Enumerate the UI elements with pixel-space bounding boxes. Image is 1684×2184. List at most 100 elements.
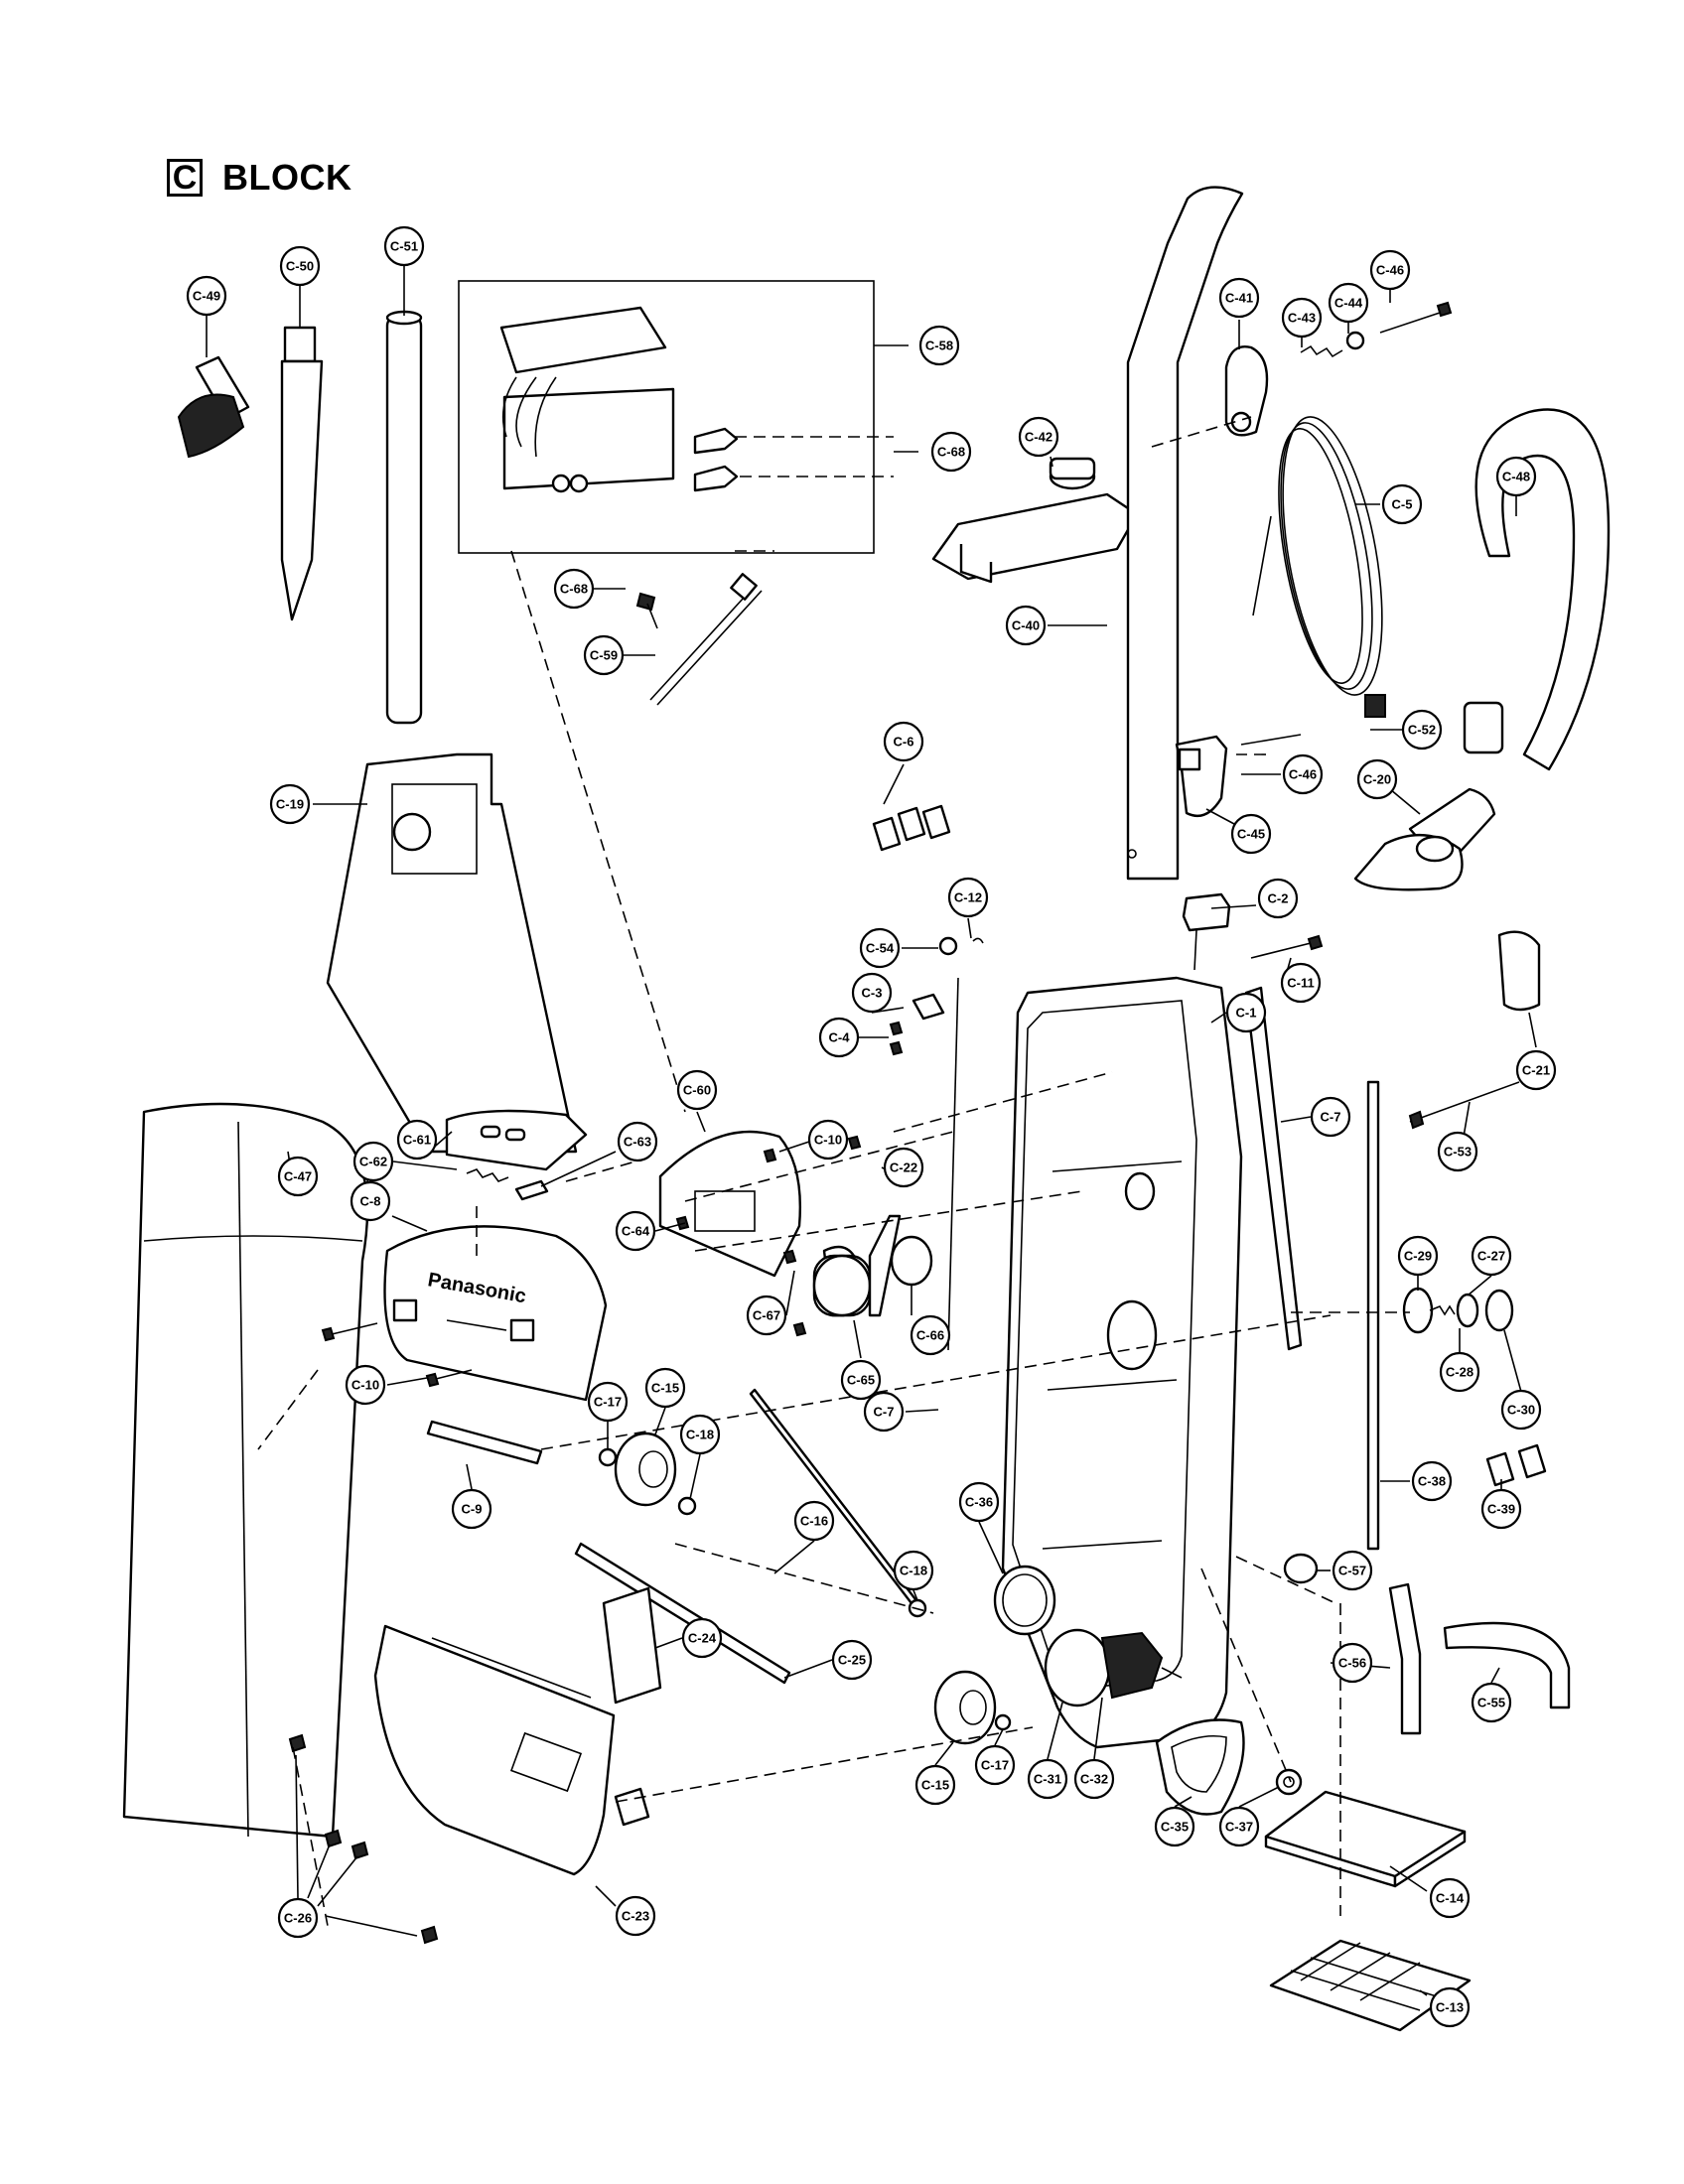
callout-label: C-38 <box>1418 1474 1446 1489</box>
callout-circle <box>186 275 227 317</box>
callout-circle <box>676 1069 718 1111</box>
callout-bubble: C-68 <box>930 431 972 473</box>
callout-bubble: C-5 <box>1381 483 1423 525</box>
callout-bubble: C-18 <box>893 1550 934 1591</box>
part-power-cord <box>1252 416 1386 718</box>
callout-bubble: C-11 <box>1280 962 1322 1004</box>
callout-circle <box>1369 249 1411 291</box>
callout-label: C-45 <box>1237 827 1265 842</box>
part-rod-vertical <box>1366 1080 1380 1551</box>
callout-circle <box>840 1359 882 1401</box>
callout-label: C-28 <box>1446 1365 1474 1380</box>
callout-bubble: C-32 <box>1073 1758 1115 1800</box>
callout-circle <box>807 1119 849 1160</box>
callout-circle <box>553 568 595 610</box>
callout-circle <box>345 1364 386 1406</box>
part-wheel-left <box>598 1432 697 1516</box>
callout-bubble: C-60 <box>676 1069 718 1111</box>
callout-label: C-44 <box>1334 296 1363 311</box>
callout-circle <box>930 431 972 473</box>
callout-bubble: C-50 <box>279 245 321 287</box>
part-long-screw-right <box>1250 934 1324 959</box>
callout-label: C-32 <box>1080 1772 1108 1787</box>
part-hose <box>1353 408 1611 891</box>
callout-label: C-6 <box>894 735 914 750</box>
callout-circle <box>279 245 321 287</box>
callout-label: C-26 <box>284 1911 312 1926</box>
callout-circle <box>269 783 311 825</box>
callout-circle <box>1411 1460 1453 1502</box>
callout-bubble: C-15 <box>644 1367 686 1409</box>
callout-label: C-24 <box>688 1631 717 1646</box>
callout-label: C-25 <box>838 1653 866 1668</box>
callout-label: C-43 <box>1288 311 1316 326</box>
callout-circle <box>1018 416 1059 458</box>
callout-circle <box>1429 1877 1471 1919</box>
callout-circle <box>1471 1682 1512 1723</box>
callout-label: C-29 <box>1404 1249 1432 1264</box>
callout-label: C-15 <box>921 1778 949 1793</box>
callout-bubble: C-43 <box>1281 297 1323 339</box>
callout-circle <box>1332 1642 1373 1684</box>
callout-bubble: C-7 <box>863 1391 905 1433</box>
callout-label: C-62 <box>359 1155 387 1169</box>
part-filter-fitting <box>1275 1768 1303 1796</box>
callout-circle <box>1218 1806 1260 1847</box>
callout-bubble: C-25 <box>831 1639 873 1681</box>
part-front-cover-panel <box>122 1102 369 1839</box>
callout-circle <box>681 1617 723 1659</box>
callout-bubble: C-3 <box>851 972 893 1014</box>
callout-circle <box>350 1180 391 1222</box>
callout-label: C-15 <box>651 1381 679 1396</box>
callout-label: C-54 <box>866 941 895 956</box>
callout-bubble: C-41 <box>1218 277 1260 319</box>
part-crevice-tool <box>280 326 324 621</box>
callout-label: C-31 <box>1034 1772 1061 1787</box>
callout-label: C-20 <box>1363 772 1391 787</box>
callout-circle <box>863 1391 905 1433</box>
callout-label: C-49 <box>193 289 220 304</box>
callout-circle <box>1381 483 1423 525</box>
callout-circle <box>1437 1131 1478 1172</box>
callout-bubble: C-20 <box>1356 758 1398 800</box>
callout-circle <box>1310 1096 1351 1138</box>
callout-label: C-5 <box>1392 497 1413 512</box>
callout-label: C-11 <box>1287 976 1314 991</box>
callout-bubble: C-26 <box>277 1897 319 1939</box>
callout-circle <box>644 1367 686 1409</box>
callout-label: C-60 <box>683 1083 711 1098</box>
part-small-fasteners <box>675 936 984 1337</box>
part-filter-grille <box>1269 1939 1472 2032</box>
callout-label: C-56 <box>1338 1656 1366 1671</box>
part-motor-gasket <box>993 1565 1056 1636</box>
callout-bubble: C-19 <box>269 783 311 825</box>
callout-label: C-14 <box>1436 1891 1465 1906</box>
callout-circle <box>352 1141 394 1182</box>
callout-circle <box>1500 1389 1542 1431</box>
callout-circle <box>1397 1235 1439 1277</box>
callout-label: C-41 <box>1225 291 1253 306</box>
callout-label: C-61 <box>403 1133 431 1148</box>
callout-label: C-65 <box>847 1373 875 1388</box>
callout-label: C-3 <box>862 986 883 1001</box>
callout-bubble: C-52 <box>1401 709 1443 751</box>
callout-label: C-10 <box>351 1378 379 1393</box>
callout-label: C-52 <box>1408 723 1436 738</box>
callout-label: C-4 <box>829 1030 851 1045</box>
part-dust-bag <box>326 752 578 1154</box>
callout-bubble: C-36 <box>958 1481 1000 1523</box>
callout-label: C-30 <box>1507 1403 1535 1418</box>
callout-label: C-18 <box>686 1428 714 1442</box>
callout-bubble: C-59 <box>583 634 625 676</box>
callout-circle <box>831 1639 873 1681</box>
callout-circle <box>1328 282 1369 324</box>
callout-circle <box>1356 758 1398 800</box>
callout-label: C-46 <box>1376 263 1404 278</box>
callout-bubble: C-29 <box>1397 1235 1439 1277</box>
part-bumper-strip <box>426 1420 543 1465</box>
callout-circle <box>1257 878 1299 919</box>
part-filter-frame-right <box>1408 930 1541 1130</box>
diagram-title: BLOCK <box>222 157 352 198</box>
callout-circle <box>793 1500 835 1542</box>
